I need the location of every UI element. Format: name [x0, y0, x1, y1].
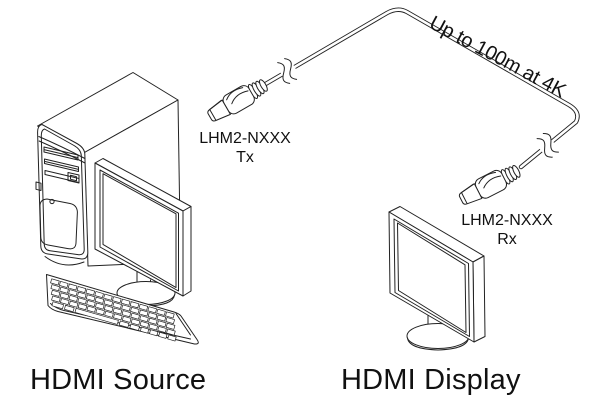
tx-unit-label: LHM2-NXXX Tx: [183, 129, 307, 167]
source-monitor-icon: [94, 158, 192, 307]
hdmi-connector-rx-icon: [458, 164, 521, 205]
rx-unit-label: LHM2-NXXX Rx: [445, 211, 569, 249]
hdmi-connector-tx-icon: [207, 79, 268, 122]
cable-break-icon: [534, 133, 560, 159]
display-caption: HDMI Display: [341, 364, 521, 396]
cable-break-icon: [276, 58, 300, 84]
tx-model: LHM2-NXXX: [199, 130, 291, 147]
hdmi-cable-icon: [260, 7, 580, 170]
tx-port: Tx: [236, 149, 254, 166]
rx-model: LHM2-NXXX: [461, 212, 553, 229]
source-caption: HDMI Source: [30, 364, 207, 396]
rx-port: Rx: [497, 231, 517, 248]
keyboard-icon: [46, 274, 199, 345]
display-monitor-icon: [388, 206, 486, 351]
